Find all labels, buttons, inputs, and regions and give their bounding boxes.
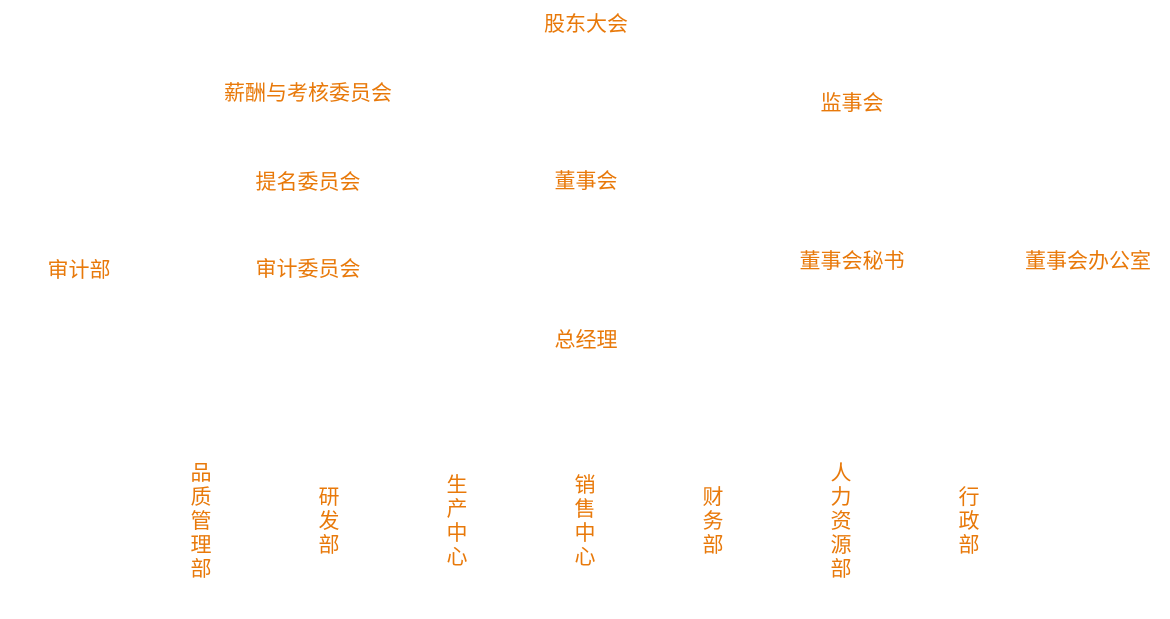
node-department: 研发部 — [318, 485, 340, 557]
node-audit-committee: 审计委员会 — [255, 257, 361, 281]
node-board-office: 董事会办公室 — [1025, 249, 1151, 273]
node-department: 人力资源部 — [830, 461, 852, 581]
node-general-manager: 总经理 — [554, 328, 618, 352]
node-department: 品质管理部 — [190, 461, 212, 581]
node-shareholders: 股东大会 — [544, 12, 628, 36]
node-department: 财务部 — [702, 485, 724, 557]
node-board-secretary: 董事会秘书 — [799, 249, 905, 273]
node-department: 生产中心 — [446, 473, 468, 569]
node-audit-dept: 审计部 — [47, 258, 111, 282]
node-department: 行政部 — [958, 485, 980, 557]
node-compensation-committee: 薪酬与考核委员会 — [224, 81, 392, 105]
node-board: 董事会 — [554, 169, 618, 193]
node-nomination-committee: 提名委员会 — [255, 170, 361, 194]
node-supervisory-board: 监事会 — [820, 91, 884, 115]
node-department: 销售中心 — [574, 473, 596, 569]
